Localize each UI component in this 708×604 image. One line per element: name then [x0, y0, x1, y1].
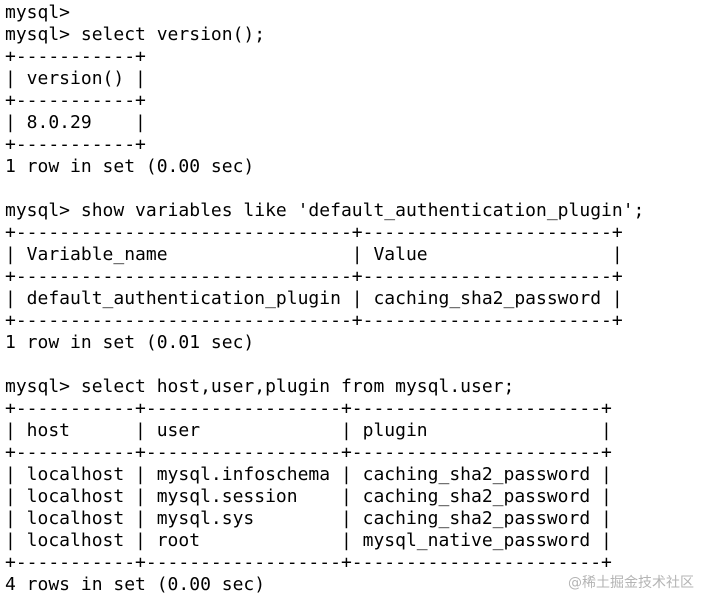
table-header: | Variable_name | Value |	[5, 244, 623, 265]
command-line: mysql> show variables like 'default_auth…	[5, 200, 645, 221]
result-summary: 1 row in set (0.01 sec)	[5, 332, 255, 353]
table-row: | default_authentication_plugin | cachin…	[5, 288, 623, 309]
table-row: | localhost | mysql.session | caching_sh…	[5, 486, 612, 507]
table-border: +-----------+------------------+--------…	[5, 552, 612, 573]
table-border: +-------------------------------+-------…	[5, 266, 623, 287]
table-header: | host | user | plugin |	[5, 420, 612, 441]
command-line: mysql> select version();	[5, 24, 266, 45]
table-header: | version() |	[5, 68, 146, 89]
result-summary: 4 rows in set (0.00 sec)	[5, 574, 266, 595]
table-row: | 8.0.29 |	[5, 112, 146, 133]
table-border: +-----------+------------------+--------…	[5, 398, 612, 419]
result-summary: 1 row in set (0.00 sec)	[5, 156, 255, 177]
watermark: @稀土掘金技术社区	[568, 575, 694, 591]
table-border: +-----------+	[5, 134, 146, 155]
table-border: +-------------------------------+-------…	[5, 222, 623, 243]
command-line: mysql> select host,user,plugin from mysq…	[5, 376, 515, 397]
table-border: +-----------+------------------+--------…	[5, 442, 612, 463]
table-border: +-----------+	[5, 90, 146, 111]
table-row: | localhost | mysql.sys | caching_sha2_p…	[5, 508, 612, 529]
prompt-line: mysql>	[5, 2, 71, 23]
table-row: | localhost | mysql.infoschema | caching…	[5, 464, 612, 485]
table-border: +-----------+	[5, 46, 146, 67]
blank-line	[5, 178, 705, 200]
table-row: | localhost | root | mysql_native_passwo…	[5, 530, 612, 551]
blank-line	[5, 354, 705, 376]
terminal-output: mysql> mysql> select version(); +-------…	[5, 2, 705, 596]
table-border: +-------------------------------+-------…	[5, 310, 623, 331]
